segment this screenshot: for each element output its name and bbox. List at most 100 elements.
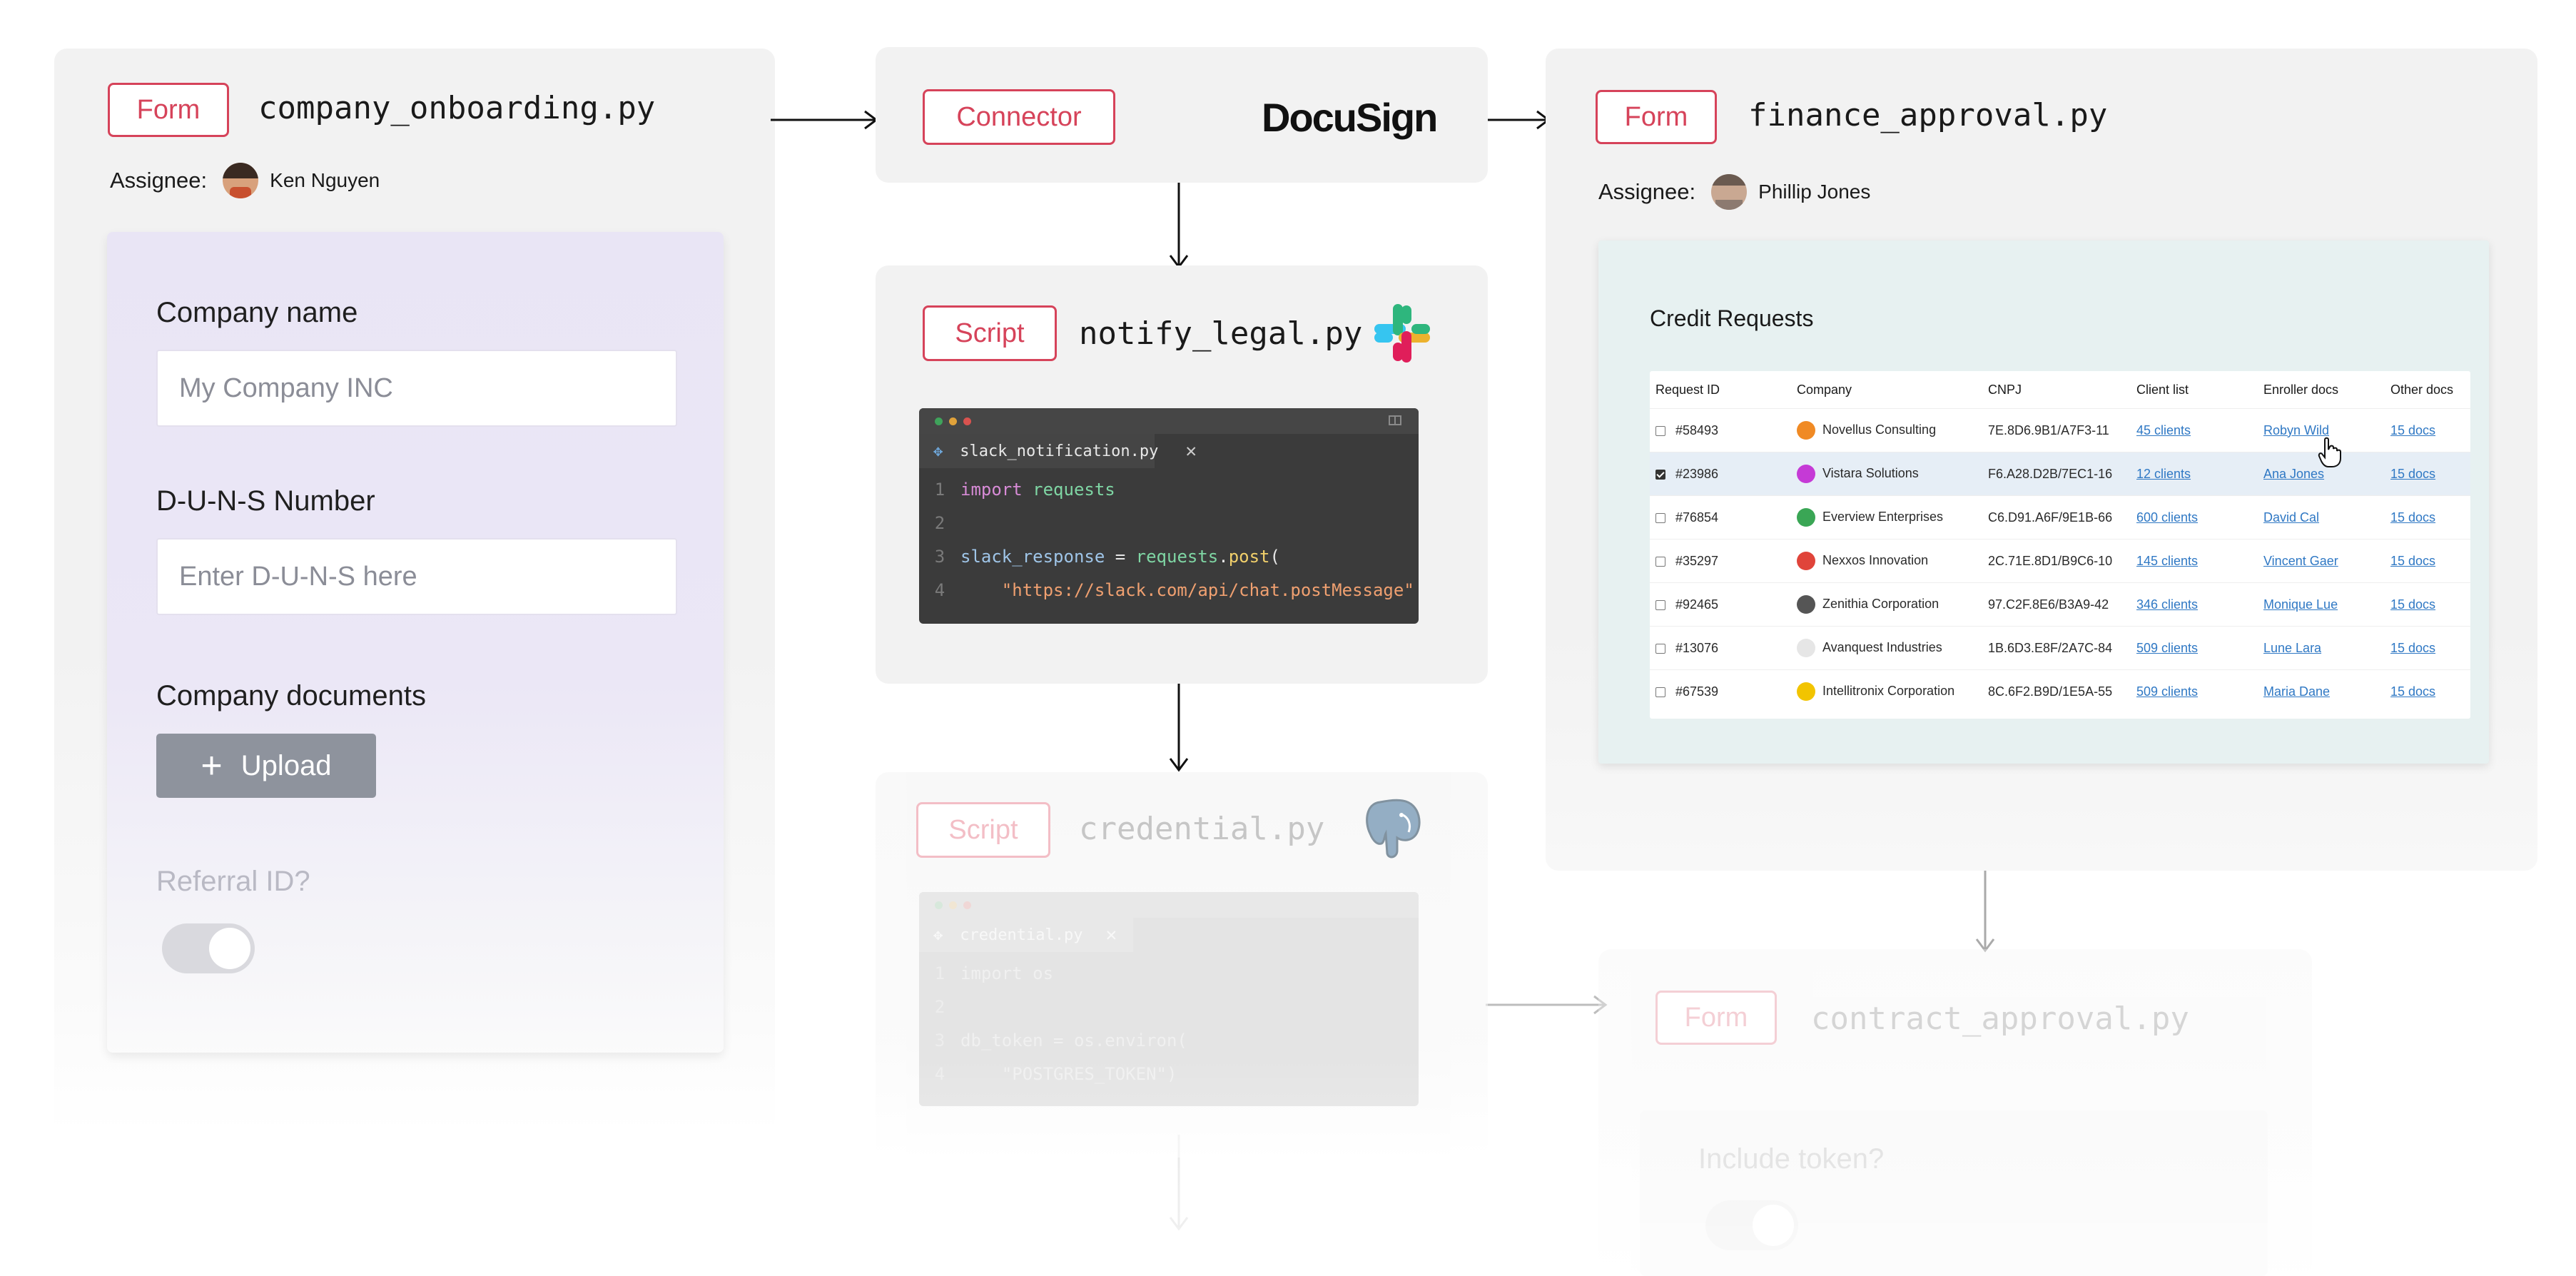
other-docs-link[interactable]: 15 docs (2390, 597, 2436, 612)
client-list-link[interactable]: 12 clients (2136, 466, 2191, 481)
client-list-link[interactable]: 45 clients (2136, 422, 2191, 437)
credit-requests-table-wrap: Request ID Company CNPJ Client list Enro… (1650, 371, 2470, 719)
duns-label: D-U-N-S Number (156, 485, 375, 517)
assignee-name: Phillip Jones (1758, 181, 1871, 203)
editor-tab[interactable]: ✥ credential.py ✕ (919, 918, 1133, 952)
arrow-connector-to-notify (1169, 178, 1189, 269)
other-docs-link[interactable]: 15 docs (2390, 553, 2436, 568)
company-name: Intellitronix Corporation (1822, 683, 1955, 698)
client-list-link[interactable]: 509 clients (2136, 684, 2199, 699)
other-docs-link[interactable]: 15 docs (2390, 466, 2436, 481)
upload-label: Upload (240, 749, 332, 781)
script-tag: Script (916, 802, 1050, 858)
request-id: #58493 (1675, 422, 1719, 437)
row-checkbox[interactable] (1655, 687, 1665, 697)
column-header[interactable]: CNPJ (1988, 382, 2022, 397)
company-name: Zenithia Corporation (1822, 596, 1939, 611)
request-id: #92465 (1675, 597, 1719, 612)
workflow-title: contract_approval.py (1811, 1001, 2189, 1037)
request-id: #67539 (1675, 684, 1719, 699)
editor-titlebar (919, 408, 1419, 434)
row-checkbox[interactable] (1655, 599, 1665, 610)
close-dot[interactable] (935, 417, 943, 425)
client-list-link[interactable]: 145 clients (2136, 553, 2199, 568)
column-header[interactable]: Other docs (2390, 382, 2454, 397)
form-tag: Form (1655, 991, 1777, 1045)
code-line: 4 "POSTGRES_TOKEN") (934, 1063, 1177, 1084)
code-line: 4 "https://slack.com/api/chat.postMessag… (934, 579, 1414, 600)
column-header[interactable]: Company (1797, 382, 1852, 397)
close-dot[interactable] (935, 901, 943, 909)
client-list-link[interactable]: 346 clients (2136, 597, 2199, 612)
request-id: #35297 (1675, 553, 1719, 568)
column-header[interactable]: Enroller docs (2263, 382, 2339, 397)
enroller-docs-link[interactable]: David Cal (2263, 510, 2320, 525)
other-docs-link[interactable]: 15 docs (2390, 684, 2436, 699)
client-list-link[interactable]: 509 clients (2136, 640, 2199, 655)
duns-placeholder: Enter D-U-N-S here (179, 561, 417, 592)
company-name: Avanquest Industries (1822, 639, 1942, 654)
row-checkbox[interactable] (1655, 643, 1665, 654)
assignee-name: Ken Nguyen (270, 169, 380, 191)
close-tab-icon[interactable]: ✕ (1105, 924, 1117, 946)
form-tag: Form (1596, 90, 1717, 144)
column-header[interactable]: Request ID (1655, 382, 1720, 397)
referral-toggle[interactable] (162, 923, 255, 973)
company-logo-icon (1797, 508, 1815, 527)
company-name-input[interactable]: My Company INC (156, 350, 677, 427)
enroller-docs-link[interactable]: Lune Lara (2263, 640, 2322, 655)
table-header-row: Request ID Company CNPJ Client list Enro… (1650, 371, 2470, 409)
row-checkbox[interactable] (1655, 556, 1665, 567)
cnpj: 8C.6F2.B9D/1E5A-55 (1988, 684, 2113, 699)
arrow-notify-to-credential (1169, 682, 1189, 772)
enroller-docs-link[interactable]: Robyn Wild (2263, 422, 2330, 437)
cnpj: 7E.8D6.9B1/A7F3-11 (1988, 422, 2109, 437)
enroller-docs-link[interactable]: Ana Jones (2263, 466, 2325, 481)
workflow-title: company_onboarding.py (258, 90, 656, 126)
other-docs-link[interactable]: 15 docs (2390, 510, 2436, 525)
other-docs-link[interactable]: 15 docs (2390, 422, 2436, 437)
minimize-dot[interactable] (949, 901, 957, 909)
maximize-dot[interactable] (963, 417, 971, 425)
assignee-label: Assignee: (1598, 179, 1696, 204)
include-token-toggle[interactable] (1705, 1200, 1798, 1250)
request-id: #23986 (1675, 466, 1719, 481)
column-header[interactable]: Client list (2136, 382, 2189, 397)
maximize-dot[interactable] (963, 901, 971, 909)
other-docs-link[interactable]: 15 docs (2390, 640, 2436, 655)
editor-tab[interactable]: ✥ slack_notification.py ✕ (919, 434, 1197, 468)
assignee: Assignee: Ken Nguyen (110, 163, 380, 198)
arrow-onboarding-to-connector (771, 110, 878, 130)
client-list-link[interactable]: 600 clients (2136, 510, 2199, 525)
split-view-icon[interactable] (1389, 415, 1401, 425)
row-checkbox[interactable] (1655, 425, 1665, 436)
cnpj: 1B.6D3.E8F/2A7C-84 (1988, 640, 2113, 655)
company-name: Vistara Solutions (1822, 465, 1919, 480)
table-row[interactable]: #67539 Intellitronix Corporation 8C.6F2.B9… (1650, 669, 2470, 713)
python-file-icon: ✥ (933, 442, 943, 460)
enroller-docs-link[interactable]: Vincent Gaer (2263, 553, 2338, 568)
enroller-docs-link[interactable]: Monique Lue (2263, 597, 2338, 612)
docusign-logo: DocuSign (1262, 95, 1438, 140)
cnpj: 2C.71E.8D1/B9C6-10 (1988, 553, 2113, 568)
company-logo-icon (1797, 465, 1815, 483)
code-line: 2 (934, 512, 945, 533)
duns-input[interactable]: Enter D-U-N-S here (156, 538, 677, 615)
row-checkbox[interactable] (1655, 512, 1665, 523)
minimize-dot[interactable] (949, 417, 957, 425)
upload-button[interactable]: + Upload (156, 734, 376, 798)
enroller-docs-link[interactable]: Maria Dane (2263, 684, 2331, 699)
row-checkbox[interactable] (1655, 469, 1665, 480)
close-tab-icon[interactable]: ✕ (1185, 440, 1197, 462)
request-id: #76854 (1675, 510, 1719, 525)
